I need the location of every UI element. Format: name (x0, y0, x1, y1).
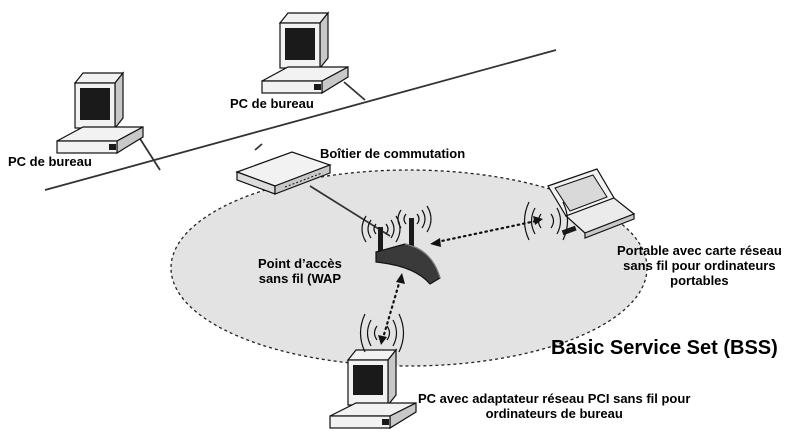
switch-box-icon (235, 151, 332, 195)
label-pc-top: PC de bureau (230, 96, 314, 111)
label-wap-line2: sans fil (WAP (258, 271, 342, 286)
radio-waves-icon (359, 201, 569, 353)
desktop-pc-icon (329, 348, 417, 430)
arrowheads (378, 216, 543, 345)
desktop-pc-icon (56, 71, 144, 155)
laptop-icon (547, 168, 636, 239)
label-pc-wireless-line1: PC avec adaptateur réseau PCI sans fil p… (418, 391, 691, 406)
label-wap-line1: Point d’accès (258, 256, 342, 271)
label-laptop-line2: sans fil pour ordinateurs (623, 258, 776, 273)
label-switch: Boîtier de commutation (320, 146, 466, 161)
label-laptop: Portable avec carte réseau sans fil pour… (617, 243, 782, 288)
label-pc-wireless-line2: ordinateurs de bureau (485, 406, 623, 421)
label-pc-wireless: PC avec adaptateur réseau PCI sans fil p… (418, 391, 690, 421)
label-wap: Point d’accès sans fil (WAP (258, 256, 342, 286)
lan-cabling (44, 49, 557, 237)
label-laptop-line1: Portable avec carte réseau (617, 243, 782, 258)
wireless-access-point-icon (375, 218, 441, 285)
label-pc-left: PC de bureau (8, 154, 92, 169)
bss-title: Basic Service Set (BSS) (551, 337, 778, 359)
label-laptop-line3: portables (670, 273, 729, 288)
wireless-links (381, 219, 538, 340)
desktop-pc-icon (261, 11, 349, 95)
